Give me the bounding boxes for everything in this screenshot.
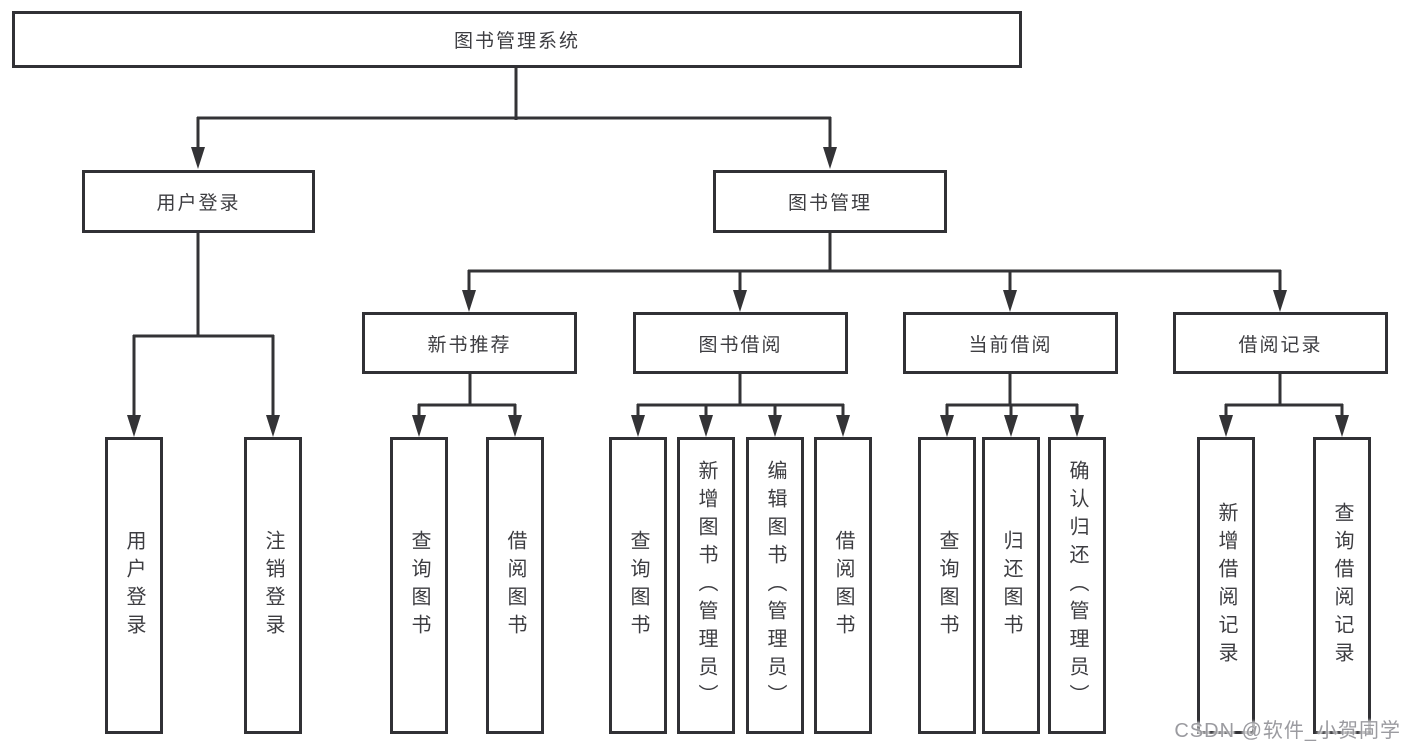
branch-book-management: 图书管理 [713,170,947,233]
leaf-edit-book-admin: 编辑图书（管理员） [746,437,804,734]
leaf-add-book-admin: 新增图书（管理员） [677,437,735,734]
node-book-borrowing: 图书借阅 [633,312,848,374]
node-new-book-recommend: 新书推荐 [362,312,577,374]
branch-user-login: 用户登录 [82,170,315,233]
leaf-confirm-return-admin: 确认归还（管理员） [1048,437,1106,734]
leaf-logout: 注销登录 [244,437,302,734]
node-borrowing-records: 借阅记录 [1173,312,1388,374]
node-current-borrowing: 当前借阅 [903,312,1118,374]
leaf-borrow-book-recommend: 借阅图书 [486,437,544,734]
leaf-query-borrow-record: 查询借阅记录 [1313,437,1371,734]
root-node-library-system: 图书管理系统 [12,11,1022,68]
leaf-query-book-borrowing: 查询图书 [609,437,667,734]
leaf-add-borrow-record: 新增借阅记录 [1197,437,1255,734]
leaf-user-login: 用户登录 [105,437,163,734]
csdn-watermark: CSDN @软件_小贺同学 [1174,720,1401,742]
leaf-borrow-book-borrowing: 借阅图书 [814,437,872,734]
leaf-return-book: 归还图书 [982,437,1040,734]
leaf-query-book-current: 查询图书 [918,437,976,734]
leaf-query-book-recommend: 查询图书 [390,437,448,734]
